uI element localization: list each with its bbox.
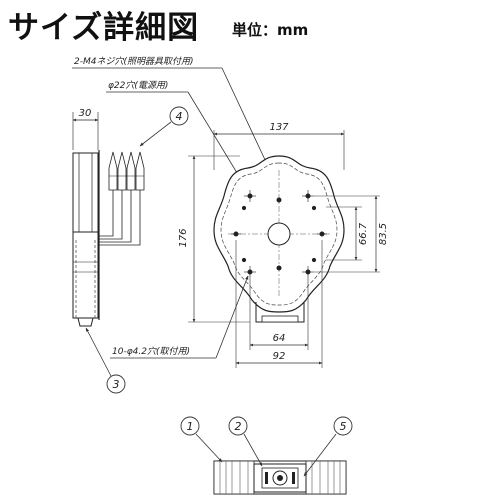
- callout-2-label: 2: [235, 420, 242, 433]
- callout-2: 2: [228, 416, 263, 467]
- bottom-view: [213, 460, 347, 495]
- dim-pitch-83-5: 83.5: [378, 223, 389, 245]
- callout-3: 3: [85, 327, 126, 394]
- dim-bottom-92: 92: [273, 351, 286, 362]
- page-title: サイズ詳細図: [8, 10, 200, 46]
- dim-width-137: 137: [269, 122, 289, 133]
- callout-4-label: 4: [176, 110, 183, 123]
- callout-4: 4: [139, 106, 189, 147]
- callout-1: 1: [180, 416, 223, 463]
- side-view: [72, 112, 145, 327]
- callout-mount-holes: 10-φ4.2穴(取付用): [110, 275, 249, 359]
- callout-3-label: 3: [113, 378, 120, 391]
- callout-cable-hole-text: φ22穴(電源用): [108, 80, 168, 91]
- dim-height-176: 176: [178, 228, 189, 247]
- dim-bottom-64: 64: [273, 333, 286, 344]
- dim-pitch-66-7: 66.7: [358, 222, 369, 245]
- unit-label: 単位：mm: [232, 21, 309, 39]
- callout-thread-hole-text: 2-M4ネジ穴(照明器具取付用): [74, 56, 194, 67]
- front-view: [188, 130, 380, 368]
- callout-mount-holes-text: 10-φ4.2穴(取付用): [112, 346, 190, 357]
- callout-1-label: 1: [187, 420, 194, 433]
- callout-5-label: 5: [340, 420, 347, 433]
- dim-side-width: 30: [79, 108, 92, 119]
- callout-5: 5: [303, 416, 353, 477]
